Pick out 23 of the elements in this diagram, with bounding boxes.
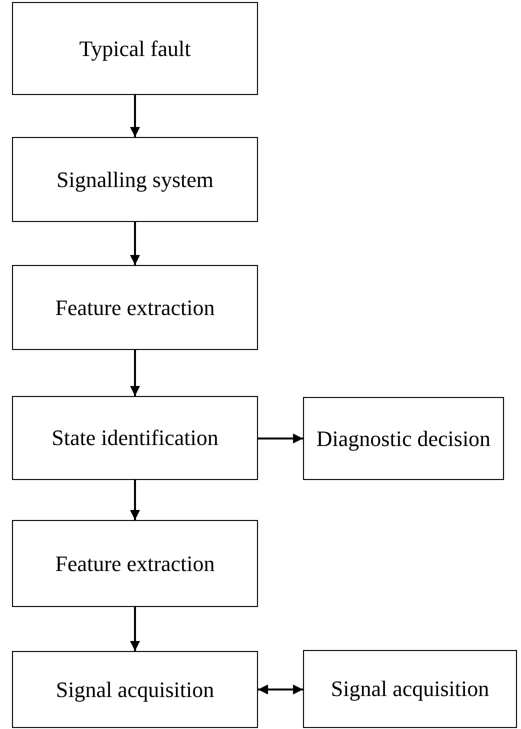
arrow bbox=[130, 95, 140, 137]
box-label: Typical fault bbox=[79, 34, 191, 62]
box-label: Feature extraction bbox=[55, 294, 215, 322]
process-box bbox=[12, 137, 258, 222]
process-box bbox=[303, 397, 504, 480]
box-label: Diagnostic decision bbox=[316, 424, 491, 452]
box-label: Signal acquisition bbox=[330, 675, 490, 703]
box-label: Signal acquisition bbox=[56, 676, 214, 704]
arrow bbox=[258, 434, 303, 444]
arrow bbox=[130, 480, 140, 520]
box-label: Signalling system bbox=[56, 166, 214, 194]
process-box bbox=[303, 650, 517, 728]
process-box bbox=[12, 265, 258, 350]
process-box bbox=[12, 651, 258, 728]
arrow bbox=[130, 607, 140, 651]
arrow bbox=[130, 222, 140, 265]
box-label: State identification bbox=[52, 424, 218, 452]
arrow bbox=[258, 684, 303, 694]
box-label: Feature extraction bbox=[55, 550, 215, 578]
process-box bbox=[12, 2, 258, 95]
arrow bbox=[130, 350, 140, 396]
process-box bbox=[12, 520, 258, 607]
process-box bbox=[12, 396, 258, 480]
